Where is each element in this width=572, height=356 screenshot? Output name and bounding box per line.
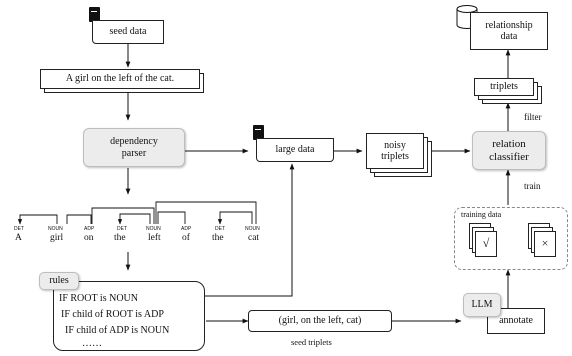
- cross-doc-icon: ×: [534, 231, 556, 257]
- token-tag: DET: [117, 226, 127, 232]
- large-data-box: large data: [256, 138, 334, 162]
- triplets-label: triplets: [490, 81, 518, 93]
- rules-box: [53, 281, 205, 351]
- book-icon: [253, 125, 264, 140]
- seed-data-box: seed data: [92, 20, 164, 44]
- seed-data-label: seed data: [109, 26, 147, 38]
- relationship-data-box: relationship data: [470, 12, 548, 50]
- example-sentence: A girl on the left of the cat.: [65, 73, 175, 85]
- rule-line: ……: [82, 338, 102, 349]
- book-icon: [89, 7, 100, 22]
- check-doc-icon: √: [475, 231, 497, 257]
- arrow-rules-to-large-data: [205, 163, 295, 297]
- token-tag: NOUN: [146, 226, 161, 232]
- token-word: cat: [248, 233, 260, 243]
- filter-label: filter: [524, 112, 542, 122]
- seed-triplet-box: (girl, on the left, cat): [248, 310, 392, 332]
- token-word: A: [15, 233, 22, 243]
- token-word: left: [148, 233, 161, 243]
- rule-line: IF child of ADP is NOUN: [65, 325, 170, 336]
- rules-title: rules: [49, 275, 69, 287]
- rule-line: IF ROOT is NOUN: [59, 293, 138, 304]
- train-label: train: [524, 181, 541, 191]
- annotate-label: annotate: [499, 315, 533, 327]
- check-mark: √: [482, 236, 490, 251]
- token-tag: DET: [14, 226, 24, 232]
- token-word: girl: [50, 233, 64, 243]
- token-tag: NOUN: [245, 226, 260, 232]
- token-word: of: [182, 233, 190, 243]
- training-data-region: [454, 207, 568, 270]
- dependency-parser-box: dependency parser: [83, 128, 185, 167]
- token-tag: NOUN: [48, 226, 63, 232]
- relationship-data-label: relationship data: [485, 19, 533, 43]
- rule-line: IF child of ROOT is ADP: [61, 309, 164, 320]
- rules-title-box: rules: [39, 272, 79, 290]
- noisy-triplets-label: noisy triplets: [381, 139, 409, 163]
- relation-classifier-box: relation classifier: [472, 131, 546, 170]
- dependency-arcs: [17, 201, 257, 225]
- triplets-box: triplets: [474, 78, 534, 96]
- training-data-label: training data: [461, 210, 502, 219]
- example-sentence-box: A girl on the left of the cat.: [40, 69, 200, 89]
- token-tag: DET: [215, 226, 225, 232]
- token-word: the: [212, 233, 224, 243]
- llm-box: LLM: [463, 293, 501, 317]
- cross-mark: ×: [541, 236, 549, 251]
- token-word: on: [84, 233, 94, 243]
- dependency-parser-label: dependency parser: [110, 136, 158, 159]
- noisy-triplets-box: noisy triplets: [366, 133, 424, 169]
- token-word: the: [114, 233, 126, 243]
- seed-triplets-label: seed triplets: [291, 337, 332, 347]
- llm-label: LLM: [471, 299, 493, 311]
- token-tag: ADP: [84, 226, 95, 232]
- seed-triplet-value: (girl, on the left, cat): [278, 315, 362, 327]
- token-tag: ADP: [181, 226, 192, 232]
- relation-classifier-label: relation classifier: [489, 137, 529, 163]
- large-data-label: large data: [275, 144, 315, 156]
